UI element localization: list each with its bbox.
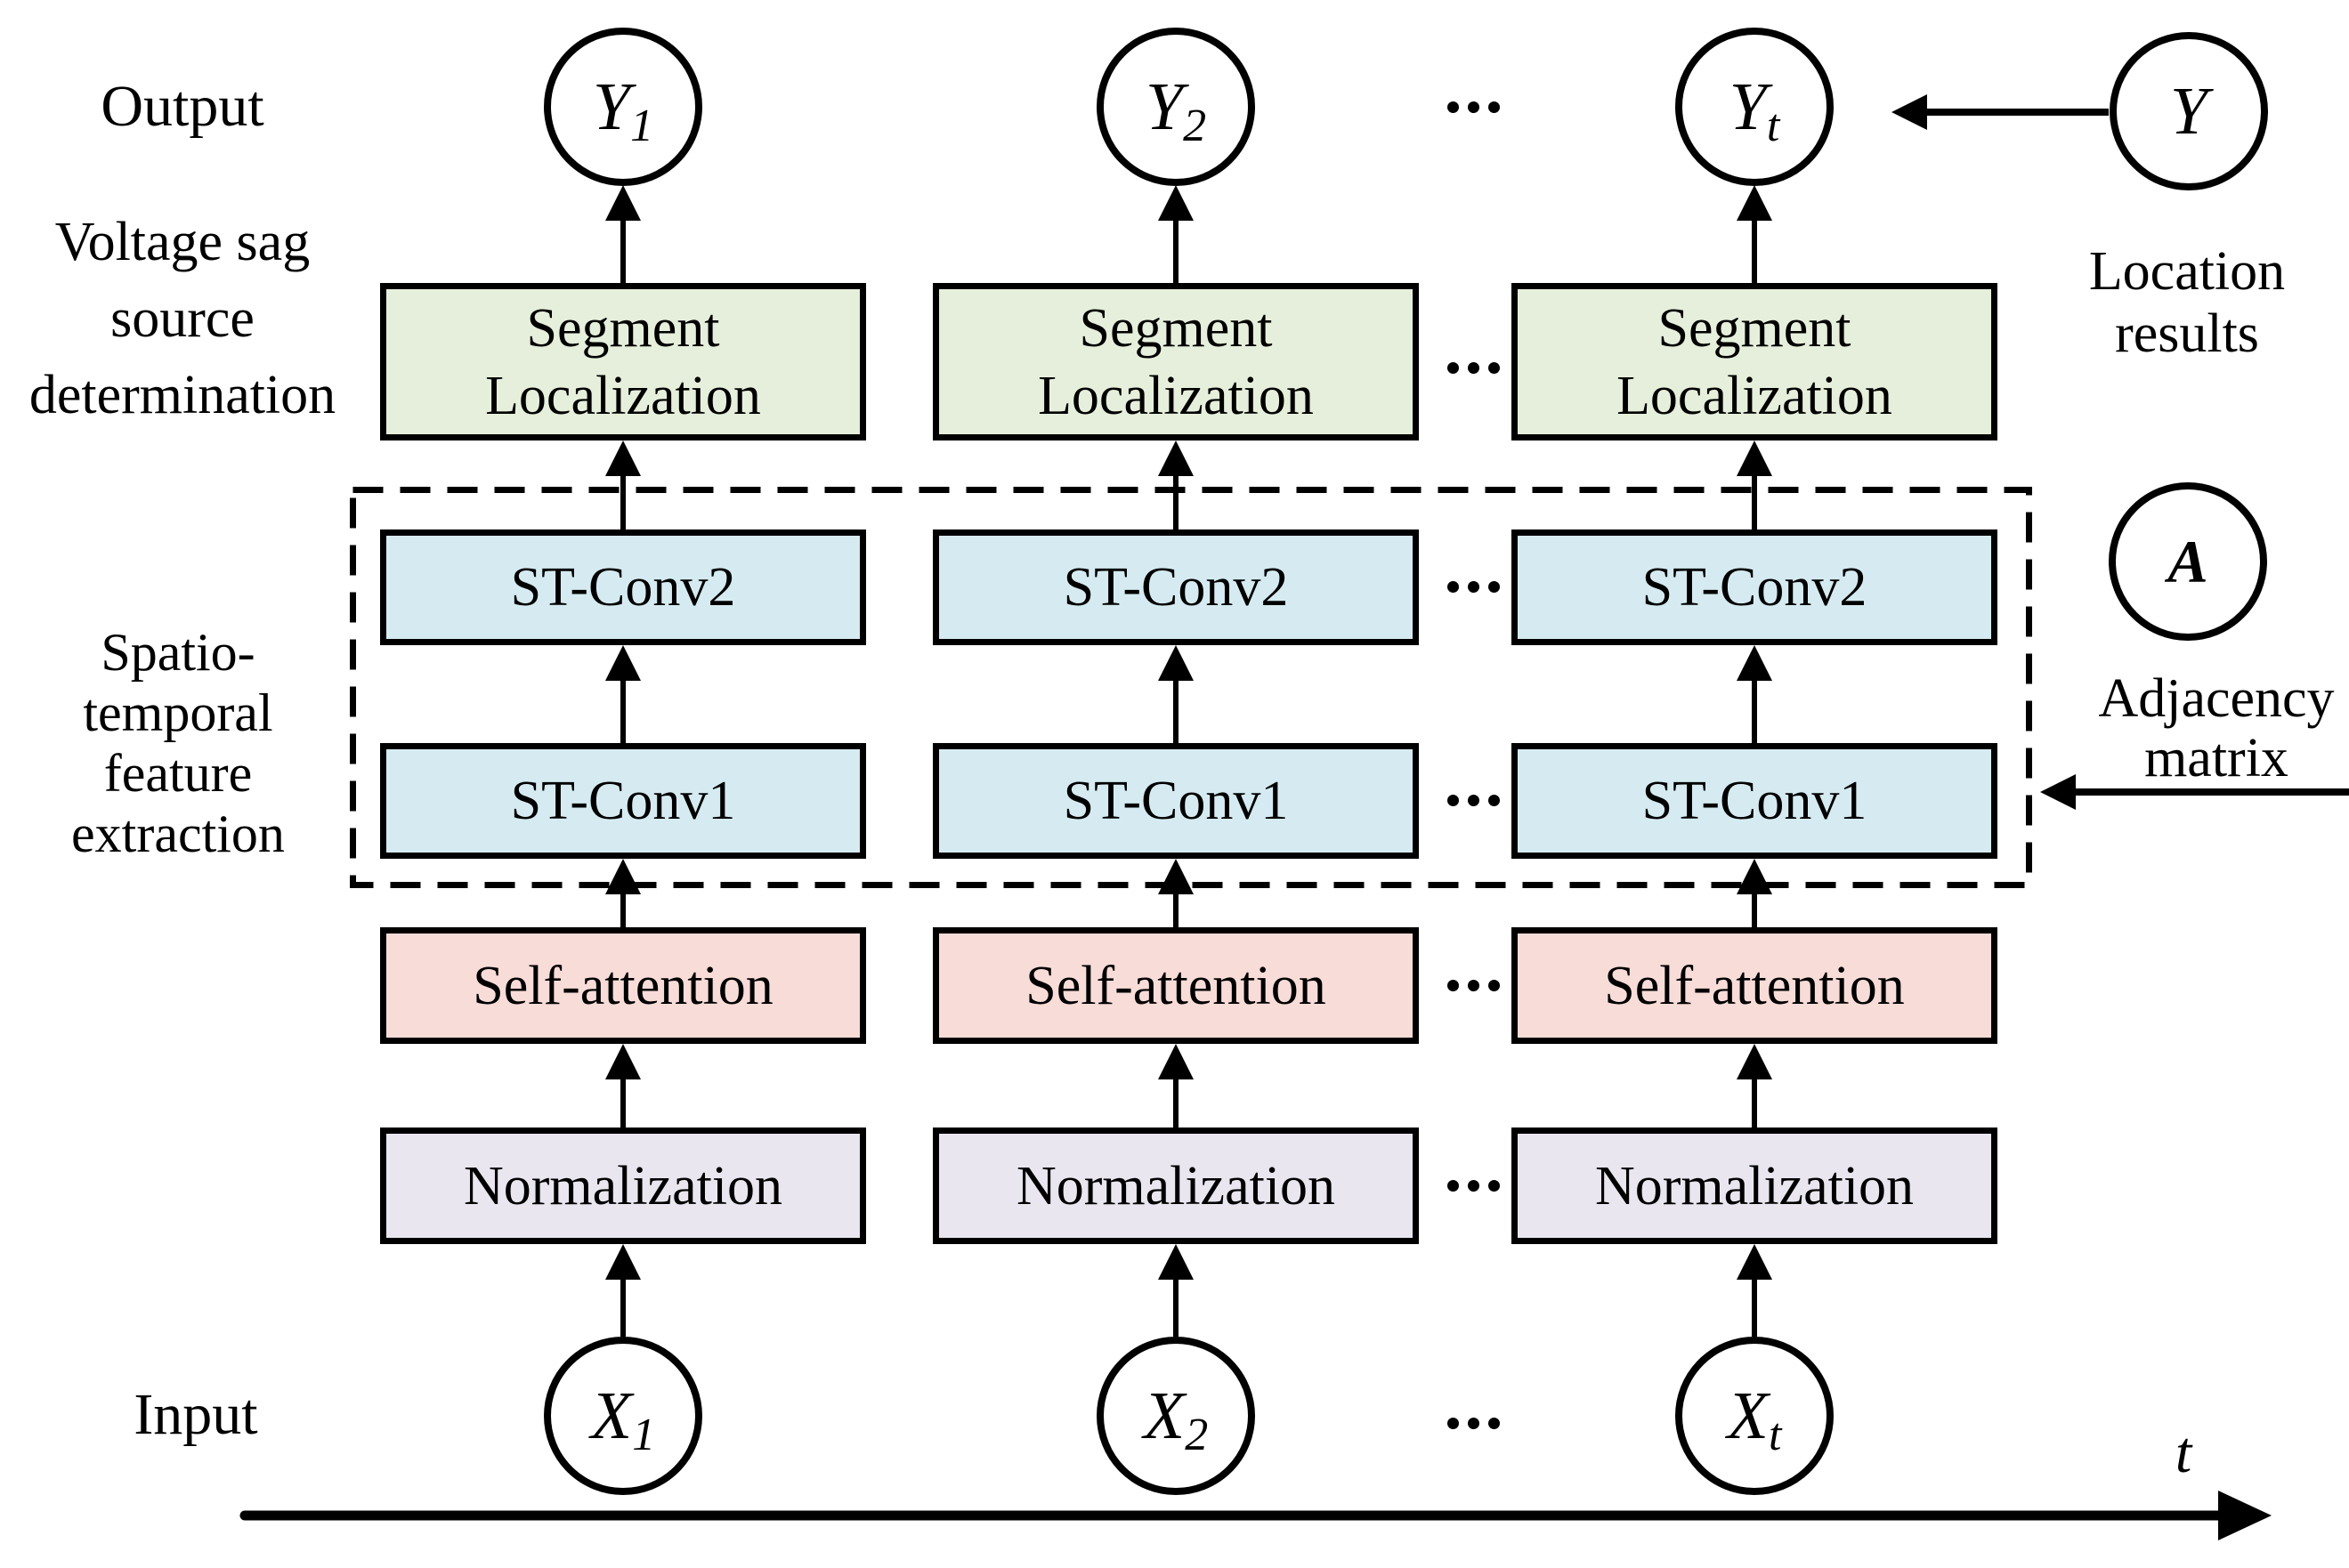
node-x2-base: X bbox=[1143, 1378, 1186, 1453]
ellipsis-dots bbox=[1447, 980, 1500, 991]
block-label: Localization bbox=[1616, 365, 1892, 426]
location-label-line1: Location bbox=[2088, 241, 2286, 302]
st-conv1-block-tt: ST-Conv1 bbox=[1511, 743, 1997, 859]
block-label: ST-Conv1 bbox=[1063, 771, 1289, 831]
node-x2-sub: 2 bbox=[1185, 1410, 1209, 1460]
ellipsis-dots bbox=[1447, 1180, 1500, 1192]
self-attention-block-t1: Self-attention bbox=[380, 927, 866, 1044]
node-y1-sub: 1 bbox=[630, 101, 654, 151]
block-label: Segment bbox=[1079, 297, 1273, 359]
block-label: ST-Conv2 bbox=[1641, 557, 1867, 618]
st-conv1-block-t2: ST-Conv1 bbox=[933, 743, 1419, 859]
voltage-label-line2: source bbox=[110, 288, 255, 349]
block-label: Self-attention bbox=[1025, 955, 1326, 1016]
block-label: Normalization bbox=[1594, 1155, 1915, 1216]
node-xt-base: X bbox=[1727, 1378, 1769, 1453]
block-label: ST-Conv2 bbox=[510, 557, 736, 618]
node-yt-base: Y bbox=[1729, 69, 1767, 144]
spatio-label-line1: Spatio- bbox=[101, 623, 255, 682]
block-label: Localization bbox=[1038, 365, 1314, 426]
segment-localization-block-t1: Segment Localization bbox=[380, 283, 866, 440]
time-axis-text: t bbox=[2175, 1420, 2192, 1485]
segment-localization-block-t2: Segment Localization bbox=[933, 283, 1419, 440]
block-label: ST-Conv2 bbox=[1063, 557, 1289, 618]
block-label: Normalization bbox=[1016, 1155, 1336, 1216]
node-a-base: A bbox=[2167, 528, 2208, 595]
dashed-feature-extraction-box bbox=[350, 487, 2032, 888]
block-label: Segment bbox=[526, 297, 720, 359]
spatio-label-line4: extraction bbox=[71, 804, 285, 863]
normalization-block-t2: Normalization bbox=[933, 1128, 1419, 1244]
block-label: Normalization bbox=[463, 1155, 783, 1216]
st-conv2-block-tt: ST-Conv2 bbox=[1511, 529, 1997, 645]
adjacency-matrix-label: Adjacency matrix bbox=[2038, 669, 2349, 788]
block-label: ST-Conv1 bbox=[1641, 771, 1867, 831]
adjacency-label-line2: matrix bbox=[2144, 728, 2288, 788]
ellipsis-dots bbox=[1447, 1418, 1500, 1429]
block-label: ST-Conv1 bbox=[510, 771, 736, 831]
spatio-temporal-stage-label: Spatio- temporal feature extraction bbox=[0, 622, 356, 864]
normalization-block-tt: Normalization bbox=[1511, 1128, 1997, 1244]
input-row-label: Input bbox=[18, 1381, 374, 1449]
st-conv1-block-t1: ST-Conv1 bbox=[380, 743, 866, 859]
node-y-base: Y bbox=[2169, 74, 2208, 149]
block-label: Self-attention bbox=[473, 955, 774, 1016]
voltage-label-line3: determination bbox=[28, 365, 336, 425]
ellipsis-dots bbox=[1447, 362, 1500, 374]
ellipsis-dots bbox=[1447, 581, 1500, 593]
location-label-line2: results bbox=[2115, 303, 2259, 364]
voltage-label-line1: Voltage sag bbox=[54, 212, 311, 272]
node-x1-sub: 1 bbox=[632, 1410, 656, 1460]
node-xt-sub: t bbox=[1768, 1410, 1782, 1460]
self-attention-block-tt: Self-attention bbox=[1511, 927, 1997, 1044]
node-yt-sub: t bbox=[1766, 101, 1780, 151]
time-axis-label: t bbox=[2139, 1419, 2228, 1487]
normalization-block-t1: Normalization bbox=[380, 1128, 866, 1244]
spatio-label-line3: feature bbox=[103, 744, 253, 803]
block-label: Self-attention bbox=[1604, 955, 1905, 1016]
node-adjacency-a: A bbox=[2109, 482, 2267, 641]
location-results-label: Location results bbox=[2009, 240, 2349, 365]
ellipsis-dots bbox=[1447, 795, 1500, 806]
input-label-text: Input bbox=[134, 1382, 258, 1447]
spatio-label-line2: temporal bbox=[83, 683, 273, 742]
block-label: Segment bbox=[1657, 297, 1851, 359]
st-conv2-block-t1: ST-Conv2 bbox=[380, 529, 866, 645]
segment-localization-block-tt: Segment Localization bbox=[1511, 283, 1997, 440]
output-row-label: Output bbox=[4, 73, 360, 141]
adjacency-label-line1: Adjacency bbox=[2098, 668, 2335, 729]
node-y1-base: Y bbox=[592, 69, 631, 144]
node-y-result: Y bbox=[2110, 32, 2268, 190]
st-conv2-block-t2: ST-Conv2 bbox=[933, 529, 1419, 645]
node-x1-base: X bbox=[590, 1378, 633, 1453]
self-attention-block-t2: Self-attention bbox=[933, 927, 1419, 1044]
node-y2-sub: 2 bbox=[1183, 101, 1207, 151]
ellipsis-dots bbox=[1447, 101, 1500, 113]
output-label-text: Output bbox=[101, 74, 264, 139]
block-label: Localization bbox=[485, 365, 761, 426]
voltage-sag-stage-label: Voltage sag source determination bbox=[4, 204, 360, 433]
node-y2-base: Y bbox=[1145, 69, 1184, 144]
